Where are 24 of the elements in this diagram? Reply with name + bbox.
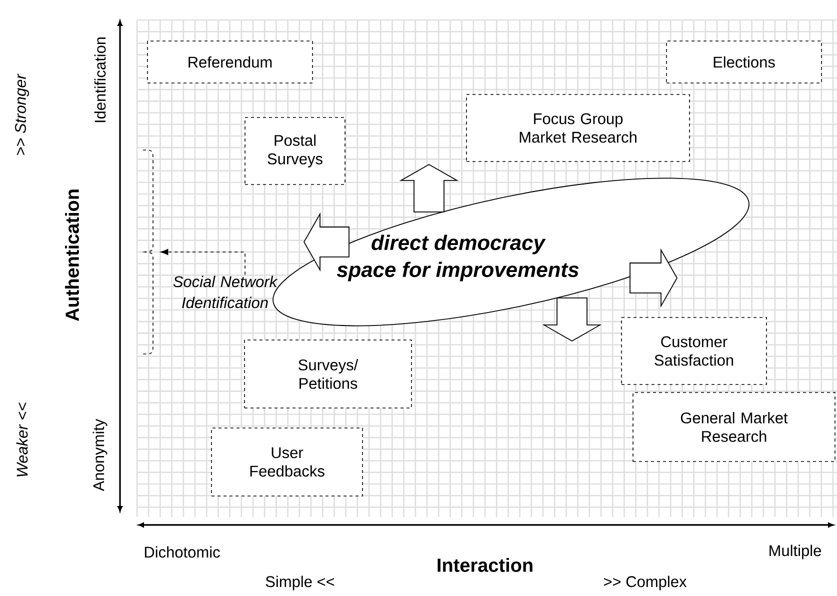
dashed-box: Customer Satisfaction: [621, 317, 767, 385]
block-arrow: [303, 212, 350, 272]
dashed-box: Focus Group Market Research: [466, 94, 690, 162]
block-arrow: [399, 164, 459, 212]
axis-label: Multiple: [770, 544, 822, 560]
axis-label: >> Stronger: [15, 74, 30, 155]
axis-label: Authentication: [65, 190, 79, 321]
axis-label: Weaker <<: [16, 402, 28, 476]
axis-label: Dichotomic: [144, 546, 220, 558]
block-arrow: [630, 248, 678, 308]
axis-label: >> Complex: [604, 576, 687, 590]
leader-arrow: [160, 248, 246, 275]
dashed-box: Postal Surveys: [244, 117, 346, 185]
axis-label: Interaction: [438, 558, 532, 572]
dashed-box: Surveys/Petitions: [244, 340, 412, 408]
axis-label: Simple <<: [266, 576, 334, 590]
axis-label: Anonymity: [92, 418, 108, 492]
dashed-box: General Market Research: [632, 392, 836, 462]
axis-label: Identification: [94, 38, 106, 122]
dashed-box: Referendum: [147, 40, 313, 84]
block-arrow: [542, 298, 602, 342]
brace: [142, 150, 154, 354]
dashed-box: User Feedbacks: [211, 428, 363, 496]
dashed-box: Elections: [666, 40, 822, 84]
